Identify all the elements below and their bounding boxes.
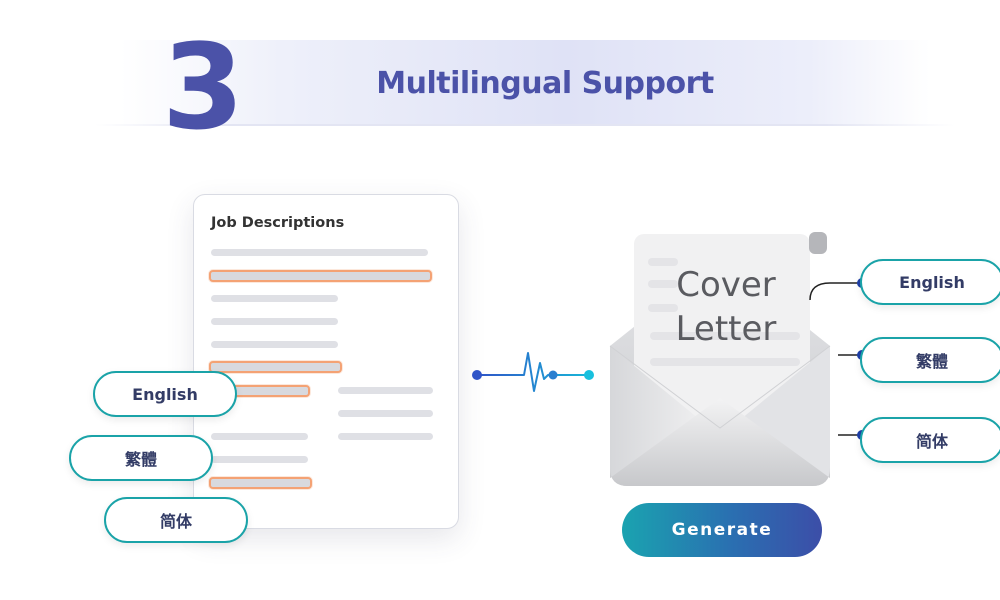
step-number: 3 <box>162 18 245 156</box>
header-divider <box>95 124 955 126</box>
connector-node <box>472 370 482 380</box>
highlighted-line <box>209 477 312 489</box>
text-line <box>211 295 338 302</box>
connector-node <box>584 370 594 380</box>
job-description-card: Job Descriptions <box>193 194 459 529</box>
output-language-english[interactable]: English <box>860 259 1000 305</box>
text-line <box>211 456 308 463</box>
text-line <box>338 387 433 394</box>
document-title: Job Descriptions <box>211 215 345 231</box>
language-pill-traditional-chinese[interactable]: 繁體 <box>69 435 213 481</box>
cover-letter-line1: Cover <box>676 265 776 305</box>
letter-paper <box>634 234 810 449</box>
page-title: Multilingual Support <box>376 66 714 101</box>
language-pill-simplified-chinese[interactable]: 简体 <box>104 497 248 543</box>
text-line <box>338 410 433 417</box>
language-pill-english[interactable]: English <box>93 371 237 417</box>
letter-tab <box>809 232 827 254</box>
highlighted-line <box>209 270 432 282</box>
text-line <box>211 341 338 348</box>
cover-letter-line2: Letter <box>676 309 777 349</box>
header-banner <box>120 40 930 124</box>
text-line <box>211 249 428 256</box>
text-line <box>211 433 308 440</box>
process-connector <box>472 352 594 392</box>
text-line <box>211 318 338 325</box>
envelope-illustration: Cover Letter <box>609 232 831 486</box>
output-language-traditional-chinese[interactable]: 繁體 <box>860 337 1000 383</box>
text-line <box>338 433 433 440</box>
output-language-simplified-chinese[interactable]: 简体 <box>860 417 1000 463</box>
highlighted-line <box>209 361 342 373</box>
generate-button[interactable]: Generate <box>622 503 822 557</box>
connector-node <box>548 370 558 380</box>
